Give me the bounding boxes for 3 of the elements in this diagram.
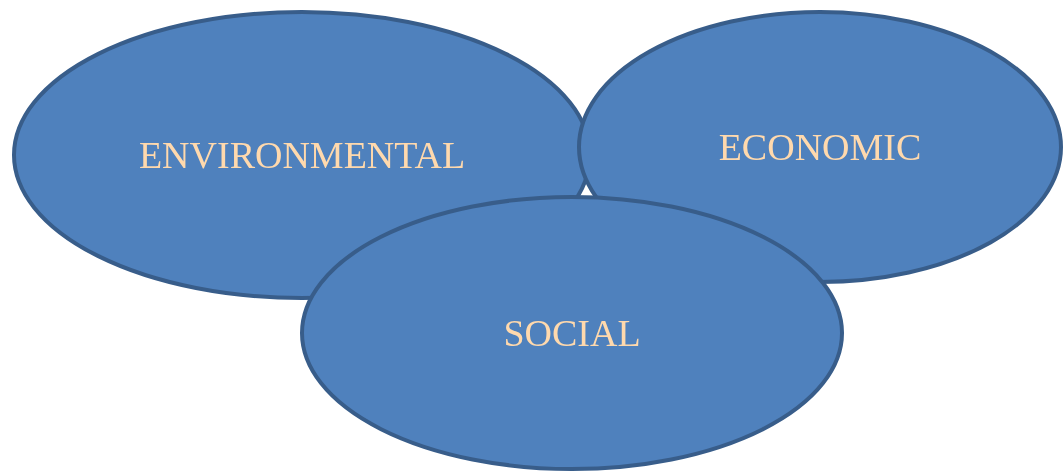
ellipse-label: ENVIRONMENTAL xyxy=(138,133,466,177)
ellipse-label: SOCIAL xyxy=(503,311,641,355)
ellipse-label: ECONOMIC xyxy=(718,125,922,169)
